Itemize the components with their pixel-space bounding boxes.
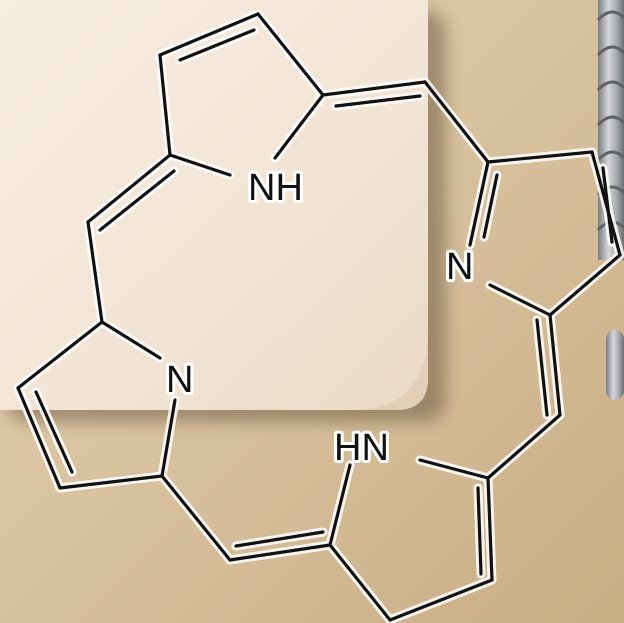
bond-14 [601,166,614,244]
bond-16 [548,313,562,417]
rope-decoration [596,0,624,400]
bond-11 [548,253,622,317]
bond-13 [468,160,490,247]
bond-9 [486,150,594,164]
bond-0 [158,53,172,157]
bond-22 [328,463,352,547]
bond-31 [100,320,162,360]
atom-label-n-right: N [446,246,473,288]
bond-5 [178,28,256,62]
bond-29 [16,386,62,490]
bond-18 [486,413,562,480]
bond-4 [168,153,232,177]
bond-23 [418,458,490,480]
bond-7 [334,94,422,108]
bond-21 [328,543,392,622]
bond-27 [160,474,232,562]
bond-12 [488,283,552,317]
bond-15 [482,173,499,239]
bond-19 [486,476,494,582]
bond-25 [228,543,332,562]
bond-layer [16,12,622,622]
bond-33 [34,390,74,474]
bond-34 [86,220,104,324]
bond-8 [423,80,490,164]
bond-2 [256,12,325,97]
bond-35 [86,153,172,224]
atom-label-hn-bottom: HN [334,427,389,469]
atom-label-nh-top: NH [248,167,303,209]
bond-6 [321,80,427,97]
bond-20 [388,578,494,622]
bond-1 [158,12,260,57]
bond-26 [234,530,325,548]
paper-edge-curl [350,330,428,410]
bond-24 [476,486,483,576]
bond-36 [98,169,176,232]
bond-28 [58,474,164,490]
bond-3 [273,93,325,160]
atom-label-n-left: N [166,359,193,401]
bond-32 [160,398,177,478]
bond-17 [535,318,549,417]
bond-30 [16,320,104,390]
